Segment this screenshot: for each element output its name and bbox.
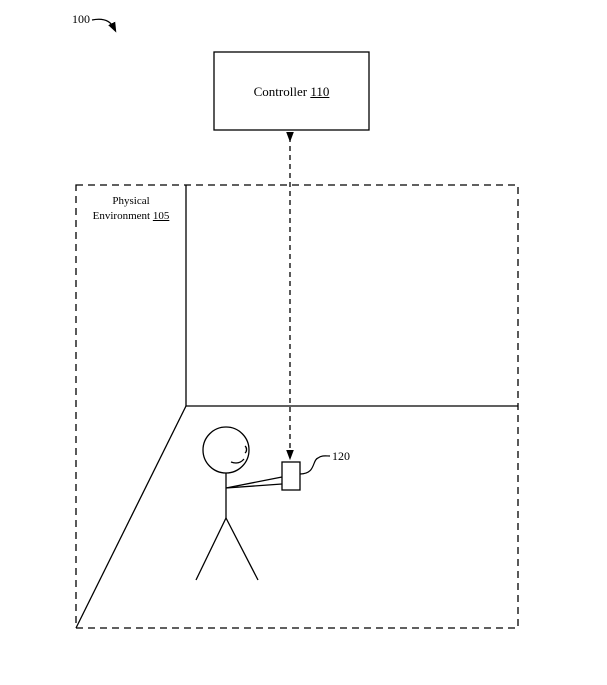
device-ref-label: 120 [332, 449, 350, 463]
controller-name: Controller [253, 84, 308, 99]
figure-ref-arrow [91, 18, 117, 33]
device-120 [281, 461, 301, 491]
controller-label: Controller 110 [214, 84, 369, 100]
environment-label-line1: Physical [112, 195, 150, 207]
room-floor-side-edge [75, 405, 187, 629]
environment-name: Environment [92, 210, 151, 222]
environment-ref: 105 [152, 210, 170, 222]
environment-label: Physical Environment 105 [76, 194, 186, 224]
environment-label-line2: Environment 105 [76, 209, 186, 224]
user-stick-figure [195, 426, 283, 581]
controller-ref: 110 [310, 84, 330, 99]
device-leader-line [299, 455, 331, 475]
figure-ref-label: 100 [72, 12, 90, 26]
controller-box [213, 51, 370, 131]
